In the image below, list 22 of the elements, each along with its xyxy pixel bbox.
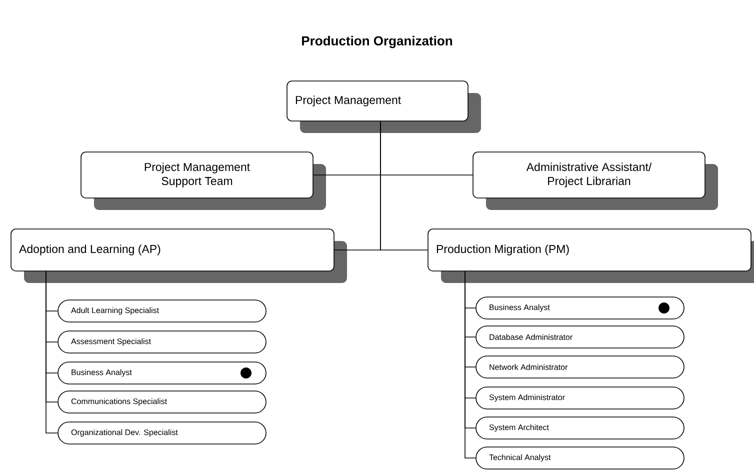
connector-line xyxy=(464,270,476,458)
role-pill: Business Analyst xyxy=(58,362,266,384)
unit-box: Adoption and Learning (AP) xyxy=(10,228,347,283)
connector-line xyxy=(380,120,428,250)
dot-marker xyxy=(240,368,252,378)
role-pill: System Architect xyxy=(476,416,684,440)
dot-marker xyxy=(658,302,670,314)
role-pill: Network Administrator xyxy=(476,356,684,378)
role-pill: Assessment Specialist xyxy=(58,330,266,354)
role-pill: Technical Analyst xyxy=(476,446,684,470)
role-pill: Database Administrator xyxy=(476,326,684,348)
role-pill: Organizational Dev. Specialist xyxy=(58,422,266,444)
role-pill: Adult Learning Specialist xyxy=(58,300,266,322)
unit-box: Project Management Support Team xyxy=(80,152,326,210)
title: Production Organization xyxy=(302,36,452,48)
role-pill: Communications Specialist xyxy=(58,390,266,414)
role-pill: Business Analyst xyxy=(476,296,684,320)
unit-box: Administrative Assistant/ Project Librarian xyxy=(472,152,718,210)
unit-box: Production Migration (PM) xyxy=(428,228,754,283)
role-pill: System Administrator xyxy=(476,386,684,410)
unit-box: Project Management xyxy=(286,80,481,133)
connector-line xyxy=(46,270,58,434)
